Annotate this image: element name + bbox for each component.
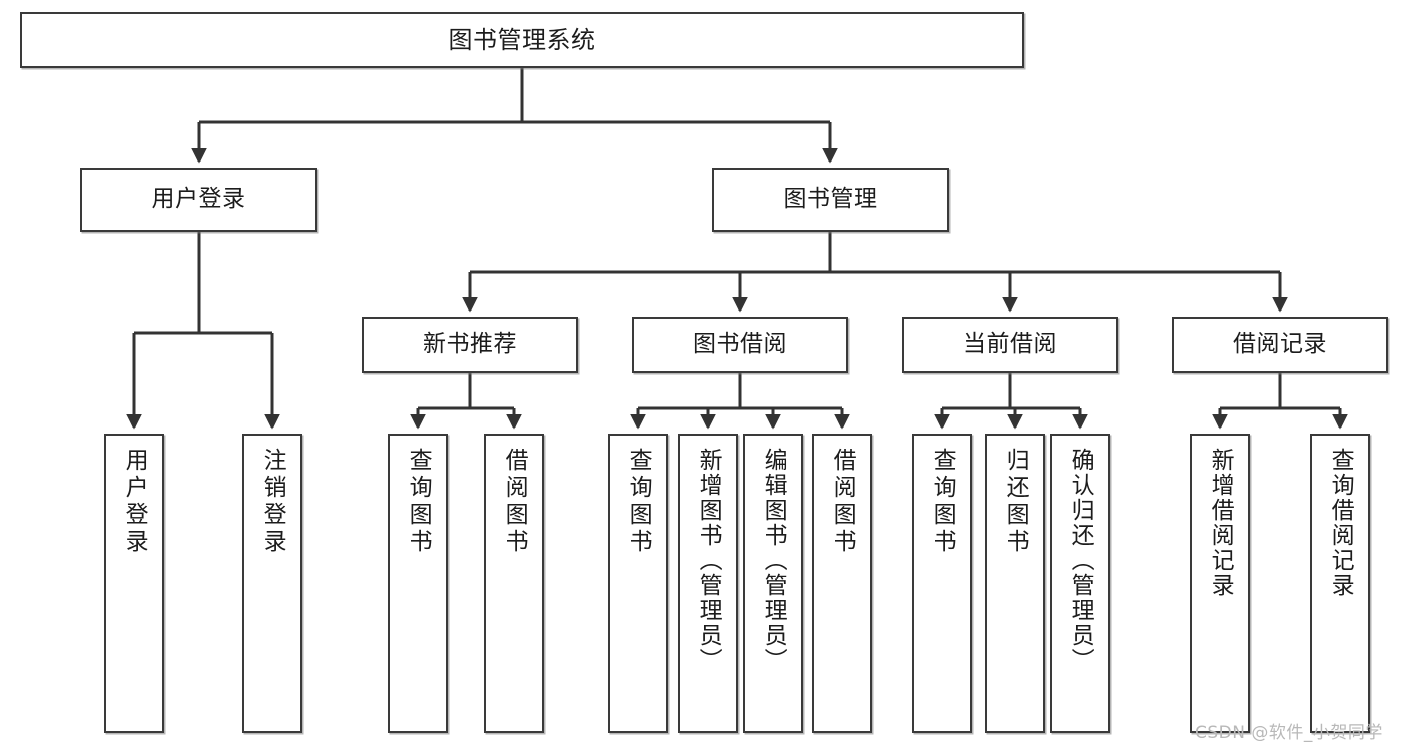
node-leaf-user-logout[interactable]: 注销登录 xyxy=(242,434,302,733)
node-leaf-query-book-1-label: 查询图书 xyxy=(405,448,432,556)
node-leaf-query-borrow-record[interactable]: 查询借阅记录 xyxy=(1310,434,1370,733)
node-leaf-confirm-return-label: 确认归还（管理员） xyxy=(1067,448,1094,673)
node-user-login-label: 用户登录 xyxy=(151,186,246,213)
node-current-borrow[interactable]: 当前借阅 xyxy=(902,317,1118,373)
node-root[interactable]: 图书管理系统 xyxy=(20,12,1024,68)
node-leaf-edit-book[interactable]: 编辑图书（管理员） xyxy=(743,434,803,733)
node-borrow-record-label: 借阅记录 xyxy=(1233,331,1327,358)
node-leaf-return-book-label: 归还图书 xyxy=(1002,448,1029,556)
node-book-borrow[interactable]: 图书借阅 xyxy=(632,317,848,373)
node-leaf-borrow-book-2-label: 借阅图书 xyxy=(829,448,856,556)
node-leaf-user-login-label: 用户登录 xyxy=(121,448,148,556)
node-new-book-recommend[interactable]: 新书推荐 xyxy=(362,317,578,373)
node-leaf-borrow-book-2[interactable]: 借阅图书 xyxy=(812,434,872,733)
node-leaf-edit-book-label: 编辑图书（管理员） xyxy=(760,448,787,673)
node-current-borrow-label: 当前借阅 xyxy=(963,331,1057,358)
node-user-login[interactable]: 用户登录 xyxy=(80,168,317,232)
node-root-label: 图书管理系统 xyxy=(448,25,596,54)
node-leaf-user-login[interactable]: 用户登录 xyxy=(104,434,164,733)
node-leaf-add-borrow-record[interactable]: 新增借阅记录 xyxy=(1190,434,1250,733)
node-borrow-record[interactable]: 借阅记录 xyxy=(1172,317,1388,373)
node-leaf-query-book-2-label: 查询图书 xyxy=(625,448,652,556)
node-leaf-query-borrow-record-label: 查询借阅记录 xyxy=(1327,448,1354,598)
node-leaf-return-book[interactable]: 归还图书 xyxy=(985,434,1045,733)
node-leaf-borrow-book-1[interactable]: 借阅图书 xyxy=(484,434,544,733)
node-leaf-query-book-3-label: 查询图书 xyxy=(929,448,956,556)
node-leaf-query-book-2[interactable]: 查询图书 xyxy=(608,434,668,733)
node-book-borrow-label: 图书借阅 xyxy=(693,331,787,358)
node-new-book-recommend-label: 新书推荐 xyxy=(423,331,517,358)
node-leaf-borrow-book-1-label: 借阅图书 xyxy=(501,448,528,556)
node-book-manage-label: 图书管理 xyxy=(783,186,878,213)
csdn-watermark: CSDN @软件_小贺同学 xyxy=(1195,723,1383,743)
node-leaf-query-book-3[interactable]: 查询图书 xyxy=(912,434,972,733)
node-leaf-add-book-label: 新增图书（管理员） xyxy=(695,448,722,673)
node-book-manage[interactable]: 图书管理 xyxy=(712,168,949,232)
node-leaf-confirm-return[interactable]: 确认归还（管理员） xyxy=(1050,434,1110,733)
node-leaf-add-borrow-record-label: 新增借阅记录 xyxy=(1207,448,1234,598)
node-leaf-query-book-1[interactable]: 查询图书 xyxy=(388,434,448,733)
node-leaf-add-book[interactable]: 新增图书（管理员） xyxy=(678,434,738,733)
node-leaf-user-logout-label: 注销登录 xyxy=(259,448,286,556)
